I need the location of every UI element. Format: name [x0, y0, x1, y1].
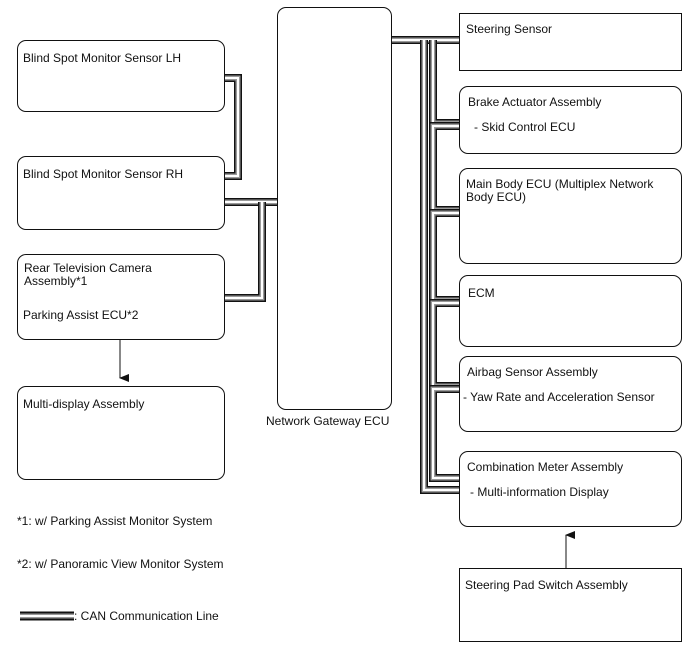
can-ecm-to-airbag: [429, 299, 459, 390]
footnote-1: *1: w/ Parking Assist Monitor System: [17, 514, 213, 528]
footnote-2: *2: w/ Panoramic View Monitor System: [17, 557, 224, 571]
node-sublabel: - Multi-information Display: [470, 485, 609, 499]
can-brake-to-mainbody: [429, 122, 459, 214]
node-label: Blind Spot Monitor Sensor LH: [23, 51, 182, 65]
node-label: Parking Assist ECU*2: [23, 308, 139, 322]
node-sublabel: - Yaw Rate and Acceleration Sensor: [463, 390, 655, 404]
node-sublabel: - Skid Control ECU: [474, 120, 576, 134]
node-label: Main Body ECU (Multiplex Network: [466, 177, 654, 191]
can-line-legend-swatch: [20, 611, 74, 621]
node-brake-actuator: Brake Actuator Assembly - Skid Control E…: [459, 86, 682, 154]
node-label: Body ECU): [466, 190, 527, 204]
node-label: Airbag Sensor Assembly: [467, 365, 598, 379]
can-mainbody-to-ecm: [429, 209, 459, 304]
node-label: ECM: [468, 286, 495, 300]
can-to-brake: [429, 40, 459, 127]
node-label: Brake Actuator Assembly: [468, 95, 602, 109]
node-label: Assembly*1: [24, 274, 88, 288]
node-multi-display: Multi-display Assembly: [17, 386, 225, 480]
node-label: Steering Sensor: [466, 22, 553, 36]
can-bsm-lh-to-rh: [225, 74, 242, 180]
node-main-body: Main Body ECU (Multiplex Network Body EC…: [459, 168, 682, 264]
node-label: Blind Spot Monitor Sensor RH: [23, 167, 184, 181]
node-airbag: Airbag Sensor Assembly - Yaw Rate and Ac…: [459, 356, 682, 432]
can-line-legend-label: : CAN Communication Line: [74, 609, 219, 623]
node-bsm-rh: Blind Spot Monitor Sensor RH: [17, 156, 225, 230]
can-airbag-to-meter: [429, 385, 459, 482]
gateway-label: Network Gateway ECU: [266, 414, 390, 428]
node-combination-meter: Combination Meter Assembly - Multi-infor…: [459, 451, 682, 527]
can-right-trunk: [420, 40, 459, 494]
node-steering-sensor: Steering Sensor: [459, 13, 682, 71]
node-label: Multi-display Assembly: [23, 397, 145, 411]
node-label: Combination Meter Assembly: [467, 460, 624, 474]
node-steering-pad: Steering Pad Switch Assembly: [459, 568, 682, 642]
can-rear-camera-to-gateway: [225, 202, 266, 302]
node-label: Steering Pad Switch Assembly: [465, 578, 628, 592]
node-bsm-lh: Blind Spot Monitor Sensor LH: [17, 40, 225, 112]
node-rear-camera: Rear Television Camera Assembly*1 Parkin…: [17, 254, 225, 340]
node-label: Rear Television Camera: [24, 261, 152, 275]
node-ecm: ECM: [459, 275, 682, 347]
node-gateway: [277, 7, 392, 410]
